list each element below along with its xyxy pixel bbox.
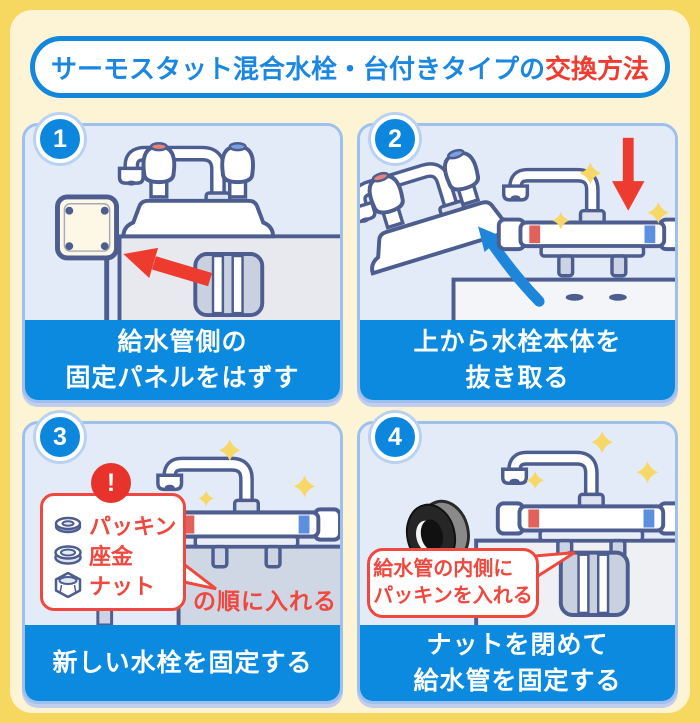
alert-icon: ! [91, 463, 131, 503]
step-panel-4: 4 [357, 413, 678, 704]
title-banner: サーモスタット混合水栓・台付きタイプの交換方法 [30, 36, 670, 98]
parts-order-callout: パッキン 座金 [40, 493, 186, 611]
part-label: パッキン [89, 514, 177, 539]
wall-pipe-line [96, 607, 114, 625]
step-panel-1: 1 [22, 115, 343, 403]
packing-icon [54, 516, 82, 534]
step-2-illustration [360, 126, 675, 320]
step-1-scene [25, 126, 340, 320]
step-4-number-badge: 4 [371, 413, 419, 461]
steps-grid: 1 [22, 115, 678, 704]
counter [451, 277, 675, 320]
step-panel-2: 2 [357, 115, 678, 403]
step-1-number-badge: 1 [36, 115, 84, 163]
step-2-caption: 上から水栓本体を 抜き取る [360, 320, 675, 400]
step-3-illustration: ! パッキン [25, 424, 340, 625]
step-4-caption: ナットを閉めて 給水管を固定する [360, 625, 675, 701]
blue-arrow-icon [478, 226, 545, 307]
order-note-text: の順に入れる [193, 588, 337, 614]
red-arrow-icon [123, 247, 213, 287]
step-1-illustration [25, 126, 340, 320]
list-item: 座金 [53, 540, 177, 570]
packing-note-bubble: 給水管の内側に パッキンを入れる [367, 548, 539, 618]
step-3-number-badge: 3 [36, 413, 84, 461]
red-arrow-icon [612, 137, 645, 211]
step-3-caption: 新しい水栓を固定する [25, 625, 340, 701]
step-1-caption: 給水管側の 固定パネルをはずす [25, 320, 340, 400]
step-panel-3: 3 [22, 413, 343, 704]
step-4-illustration: 給水管の内側に パッキンを入れる [360, 424, 675, 625]
list-item: ナット [53, 570, 177, 600]
step-2-scene [360, 126, 675, 320]
part-label: 座金 [89, 544, 134, 569]
nut-icon [54, 572, 82, 598]
part-label: ナット [89, 574, 156, 599]
washer-icon [54, 545, 82, 565]
title-highlight: 交換方法 [545, 53, 650, 84]
list-item: パッキン [53, 510, 177, 540]
supply-pipe-icon [561, 553, 628, 615]
step-2-number-badge: 2 [371, 115, 419, 163]
title-text: サーモスタット混合水栓・台付きタイプの [50, 53, 545, 84]
fixing-panel-icon [55, 194, 120, 261]
inner-frame: サーモスタット混合水栓・台付きタイプの交換方法 1 [10, 10, 690, 713]
